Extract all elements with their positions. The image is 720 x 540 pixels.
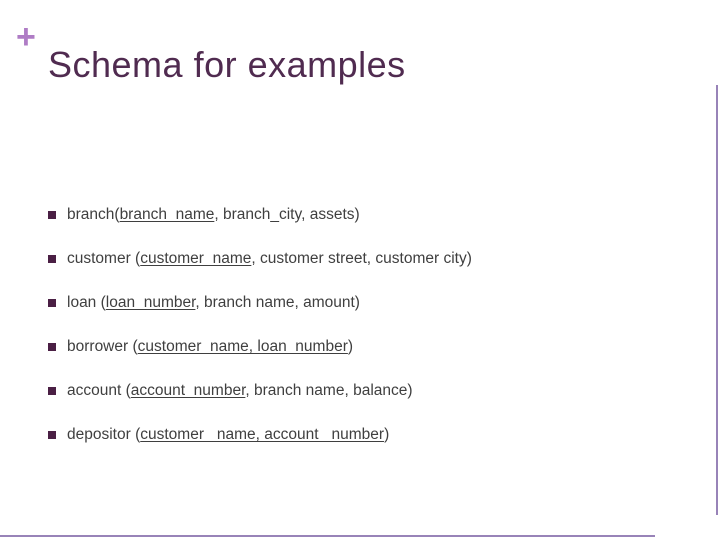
bullet-text: loan (loan_number, branch name, amount): [67, 294, 360, 311]
bullet-square-icon: [48, 211, 56, 219]
schema-bullet-list: branch(branch_name, branch_city, assets)…: [48, 206, 472, 470]
bullet-square-icon: [48, 255, 56, 263]
bullet-square-icon: [48, 431, 56, 439]
schema-bullet: loan (loan_number, branch name, amount): [48, 294, 472, 312]
bullet-text: borrower (customer_name, loan_number): [67, 338, 354, 355]
schema-bullet: customer (customer_name, customer street…: [48, 250, 472, 268]
bullet-square-icon: [48, 299, 56, 307]
bullet-text: depositor (customer_ name, account_ numb…: [67, 426, 390, 443]
bottom-border-line: [0, 535, 655, 537]
schema-bullet: borrower (customer_name, loan_number): [48, 338, 472, 356]
right-border-line: [716, 85, 718, 515]
slide-title: Schema for examples: [48, 44, 406, 85]
bullet-text: customer (customer_name, customer street…: [67, 250, 472, 267]
plus-icon: +: [16, 18, 36, 56]
bullet-text: branch(branch_name, branch_city, assets): [67, 206, 360, 223]
schema-bullet: branch(branch_name, branch_city, assets): [48, 206, 472, 224]
bullet-text: account (account_number, branch name, ba…: [67, 382, 413, 399]
bullet-square-icon: [48, 387, 56, 395]
bullet-square-icon: [48, 343, 56, 351]
schema-bullet: depositor (customer_ name, account_ numb…: [48, 426, 472, 444]
schema-bullet: account (account_number, branch name, ba…: [48, 382, 472, 400]
